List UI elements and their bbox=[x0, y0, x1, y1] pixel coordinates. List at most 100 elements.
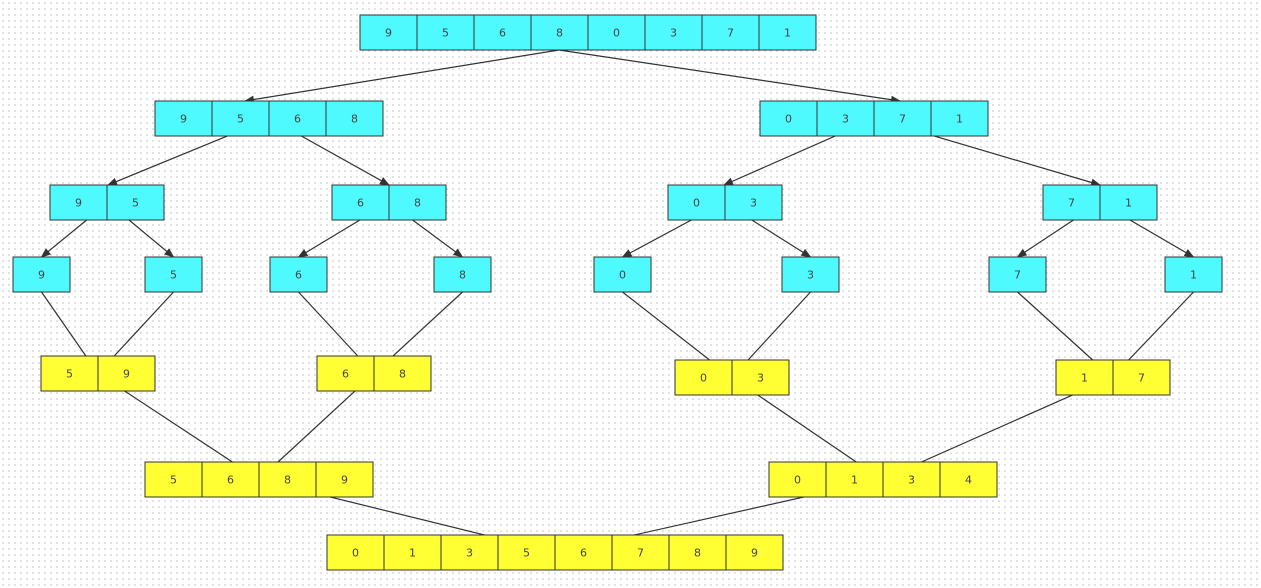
array-cell-value: 8 bbox=[351, 113, 358, 126]
array-cell-value: 8 bbox=[284, 474, 291, 487]
array-cell bbox=[315, 461, 374, 498]
array-cell bbox=[269, 256, 328, 293]
array-s7: 7 bbox=[988, 256, 1047, 293]
array-cell bbox=[816, 100, 875, 137]
array-cell bbox=[668, 534, 727, 571]
array-cell bbox=[433, 256, 492, 293]
array-cell bbox=[1055, 359, 1114, 396]
array-cell-value: 6 bbox=[227, 474, 234, 487]
array-cell bbox=[325, 100, 384, 137]
array-cell bbox=[316, 355, 375, 392]
array-cell bbox=[1164, 256, 1223, 293]
array-cell bbox=[49, 184, 108, 221]
array-cell-value: 9 bbox=[385, 27, 392, 40]
array-s8: 8 bbox=[433, 256, 492, 293]
array-cell bbox=[373, 355, 432, 392]
array-cell-value: 1 bbox=[784, 27, 791, 40]
array-cell-value: 9 bbox=[75, 197, 82, 210]
array-cell bbox=[106, 184, 165, 221]
array-cell bbox=[731, 359, 790, 396]
array-cell-value: 3 bbox=[842, 113, 849, 126]
arrow-r0-to-l1a bbox=[244, 49, 560, 104]
array-cell-value: 7 bbox=[1138, 372, 1145, 385]
array-cell bbox=[211, 100, 270, 137]
array-cell bbox=[154, 100, 213, 137]
array-cell-value: 8 bbox=[399, 368, 406, 381]
array-s3: 3 bbox=[781, 256, 840, 293]
array-cell-value: 0 bbox=[700, 372, 707, 385]
arrow-r0-to-l1b bbox=[558, 49, 901, 104]
array-cell bbox=[768, 461, 827, 498]
array-cell bbox=[473, 14, 532, 51]
array-s5: 5 bbox=[144, 256, 203, 293]
array-cell-value: 1 bbox=[1190, 269, 1197, 282]
array-cell-value: 4 bbox=[965, 474, 972, 487]
array-cell-value: 8 bbox=[694, 547, 701, 560]
array-cell-value: 0 bbox=[794, 474, 801, 487]
array-cell bbox=[201, 461, 260, 498]
array-cell bbox=[416, 14, 475, 51]
array-cell-value: 3 bbox=[807, 269, 814, 282]
array-s6: 6 bbox=[269, 256, 328, 293]
array-cell-value: 6 bbox=[580, 547, 587, 560]
array-cell bbox=[939, 461, 998, 498]
array-cell bbox=[530, 14, 589, 51]
array-cell bbox=[825, 461, 884, 498]
array-cell-value: 8 bbox=[414, 197, 421, 210]
array-cell bbox=[97, 355, 156, 392]
array-cell-value: 1 bbox=[1125, 197, 1132, 210]
array-cell-value: 0 bbox=[613, 27, 620, 40]
array-cell bbox=[144, 256, 203, 293]
array-cell-value: 1 bbox=[409, 547, 416, 560]
array-cell bbox=[440, 534, 499, 571]
array-cell bbox=[873, 100, 932, 137]
array-cell bbox=[497, 534, 556, 571]
array-cell-value: 6 bbox=[295, 269, 302, 282]
array-s0: 0 bbox=[593, 256, 652, 293]
array-cell bbox=[554, 534, 613, 571]
array-cell bbox=[758, 14, 817, 51]
array-cell-value: 6 bbox=[294, 113, 301, 126]
array-s9: 9 bbox=[12, 256, 71, 293]
array-cell bbox=[725, 534, 784, 571]
array-cell-value: 1 bbox=[956, 113, 963, 126]
array-cell bbox=[724, 184, 783, 221]
array-cell-value: 0 bbox=[693, 197, 700, 210]
array-cell bbox=[40, 355, 99, 392]
array-cell bbox=[268, 100, 327, 137]
array-cell-value: 8 bbox=[459, 269, 466, 282]
array-cell-value: 3 bbox=[757, 372, 764, 385]
array-cell-value: 6 bbox=[342, 368, 349, 381]
array-cell bbox=[593, 256, 652, 293]
array-cell-value: 7 bbox=[899, 113, 906, 126]
array-cell-value: 6 bbox=[357, 197, 364, 210]
array-cell-value: 9 bbox=[123, 368, 130, 381]
array-cell bbox=[388, 184, 447, 221]
array-cell-value: 3 bbox=[466, 547, 473, 560]
array-cell-value: 7 bbox=[1014, 269, 1021, 282]
array-cell bbox=[882, 461, 941, 498]
array-cell bbox=[930, 100, 989, 137]
array-cell-value: 3 bbox=[670, 27, 677, 40]
array-cell bbox=[359, 14, 418, 51]
array-cell bbox=[667, 184, 726, 221]
array-cell-value: 0 bbox=[619, 269, 626, 282]
array-cell bbox=[383, 534, 442, 571]
array-cell-value: 1 bbox=[851, 474, 858, 487]
array-s1: 1 bbox=[1164, 256, 1223, 293]
array-cell bbox=[781, 256, 840, 293]
array-cell bbox=[644, 14, 703, 51]
